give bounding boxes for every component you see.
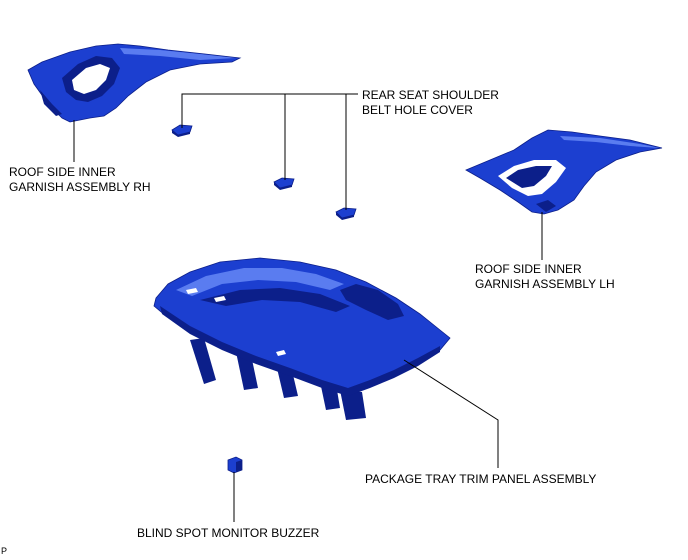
- leader-package-tray: [403, 359, 499, 468]
- label-roof-side-inner-garnish-rh: ROOF SIDE INNER GARNISH ASSEMBLY RH: [9, 165, 151, 195]
- label-line: BLIND SPOT MONITOR BUZZER: [137, 526, 320, 540]
- label-line: REAR SEAT SHOULDER: [362, 88, 499, 102]
- label-line: GARNISH ASSEMBLY RH: [9, 180, 151, 194]
- leader-lines: [73, 93, 543, 522]
- label-line: BELT HOLE COVER: [362, 103, 473, 117]
- belt-hole-cover-1: [171, 124, 193, 137]
- leader-belt-cover-bracket: [181, 93, 358, 128]
- belt-hole-cover-2: [273, 177, 295, 190]
- label-line: PACKAGE TRAY TRIM PANEL ASSEMBLY: [365, 472, 597, 486]
- label-blind-spot-monitor-buzzer: BLIND SPOT MONITOR BUZZER: [137, 526, 319, 541]
- roof-side-inner-garnish-lh: [465, 129, 663, 215]
- label-roof-side-inner-garnish-lh: ROOF SIDE INNER GARNISH ASSEMBLY LH: [475, 262, 615, 292]
- label-line: ROOF SIDE INNER: [475, 262, 582, 276]
- label-line: GARNISH ASSEMBLY LH: [475, 277, 615, 291]
- label-rear-seat-shoulder-belt-hole-cover: REAR SEAT SHOULDER BELT HOLE COVER: [362, 88, 499, 118]
- label-package-tray-trim-panel-assembly: PACKAGE TRAY TRIM PANEL ASSEMBLY: [365, 472, 596, 487]
- package-tray-trim-panel: [153, 257, 451, 420]
- belt-hole-cover-3: [335, 207, 357, 220]
- roof-side-inner-garnish-rh: [27, 43, 242, 123]
- corner-mark: P: [1, 546, 8, 556]
- blind-spot-monitor-buzzer: [227, 456, 243, 474]
- label-line: ROOF SIDE INNER: [9, 165, 116, 179]
